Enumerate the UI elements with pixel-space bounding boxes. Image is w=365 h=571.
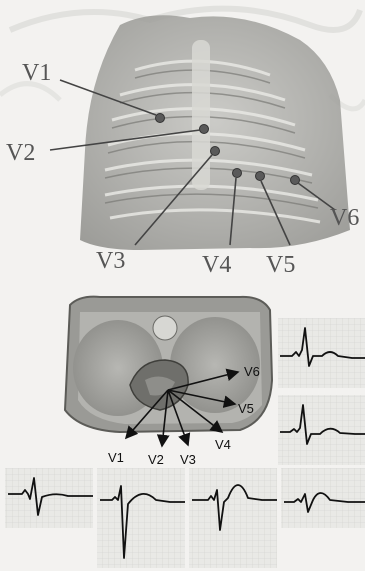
upper-label-v4: V4 — [202, 252, 231, 278]
lower-label-v6: V6 — [244, 364, 260, 379]
ecg-strip-v5 — [278, 395, 365, 465]
spine — [153, 316, 177, 340]
electrode-v5-dot — [256, 172, 265, 181]
upper-label-v3: V3 — [96, 248, 125, 274]
ecg-strip-v6 — [278, 318, 365, 388]
lower-label-v1: V1 — [108, 450, 124, 465]
ecg-strip-v3 — [189, 468, 277, 568]
upper-label-v2: V2 — [6, 140, 35, 166]
ecg-strip-v4 — [281, 468, 365, 528]
ecg-strip-v2 — [97, 468, 185, 568]
lower-label-v3: V3 — [180, 452, 196, 467]
electrode-v2-dot — [200, 125, 209, 134]
lower-label-v4: V4 — [215, 437, 231, 452]
upper-label-v5: V5 — [266, 252, 295, 278]
upper-label-v6: V6 — [330, 205, 359, 231]
electrode-v3-dot — [211, 147, 220, 156]
thorax-cross-section: V1 V2 V3 V4 V5 V6 — [65, 297, 272, 467]
ecg-strip-v1 — [5, 468, 93, 528]
lower-label-v2: V2 — [148, 452, 164, 467]
electrode-v1-dot — [156, 114, 165, 123]
electrode-v4-dot — [233, 169, 242, 178]
chest-illustration: V1 V2 V3 V4 V5 V6 — [0, 9, 365, 278]
lower-label-v5: V5 — [238, 401, 254, 416]
upper-label-v1: V1 — [22, 60, 51, 86]
